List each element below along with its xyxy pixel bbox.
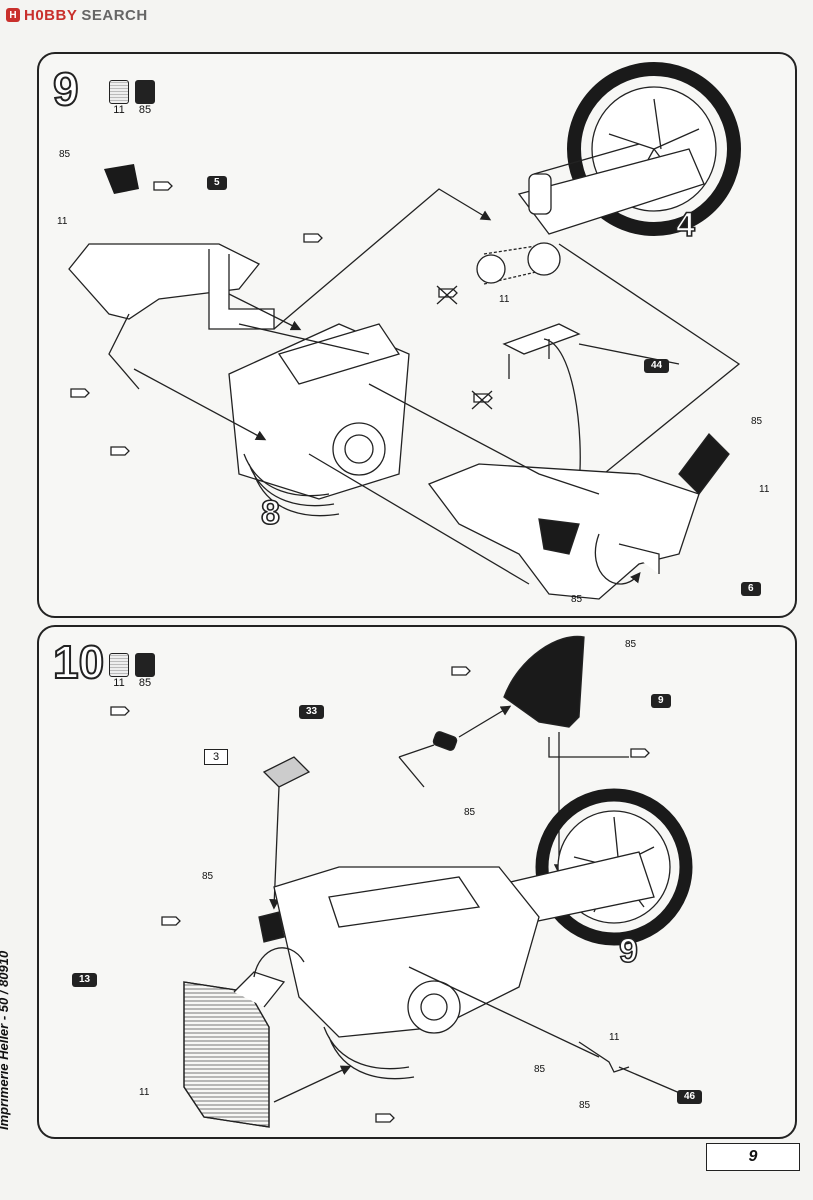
part-tag-13: 13 <box>72 973 98 987</box>
front-sprocket <box>476 254 506 284</box>
label-85: 85 <box>751 416 763 427</box>
paint-jar-icon <box>135 80 155 104</box>
exhaust-headers <box>323 1026 415 1080</box>
label-11: 11 <box>609 1032 620 1043</box>
label-11: 11 <box>139 1087 150 1098</box>
shock <box>528 173 552 215</box>
step-number: 9 <box>52 62 80 116</box>
step-ref-8: 8 <box>260 493 281 533</box>
heel-guard <box>678 433 730 495</box>
part-tag-5: 5 <box>207 176 227 190</box>
part-tag-46: 46 <box>677 1090 703 1104</box>
label-85: 85 <box>202 871 214 882</box>
engine-cover <box>332 422 386 476</box>
label-85: 85 <box>534 1064 546 1075</box>
label-11: 11 <box>57 216 68 227</box>
swingarm <box>517 148 705 235</box>
paint-jar-icon <box>135 653 155 677</box>
part-tag-33: 33 <box>299 705 325 719</box>
watermark-logo-icon: H <box>6 8 20 22</box>
rear-tire <box>567 62 741 236</box>
label-85: 85 <box>571 594 583 605</box>
step-9-illustration <box>68 62 741 600</box>
label-11: 11 <box>499 294 510 305</box>
paint-pot: 11 <box>109 80 129 116</box>
paint-pot: 85 <box>135 80 155 116</box>
part-46 <box>578 1041 630 1073</box>
label-85: 85 <box>579 1100 591 1111</box>
glue-icons <box>110 666 650 1123</box>
label-85: 85 <box>625 639 637 650</box>
no-glue-icons <box>436 285 493 410</box>
label-11: 11 <box>759 484 770 495</box>
glue-icons <box>70 181 323 456</box>
part-tag-44: 44 <box>644 359 670 373</box>
paint-jar-icon <box>109 80 129 104</box>
rear-tire <box>535 788 693 946</box>
printer-credit: Imprimerie Heller - 50 / 80910 <box>0 950 11 1130</box>
left-frame-part <box>68 243 261 320</box>
rear-hugger <box>503 635 585 728</box>
step-10-panel: 10 11 85 85 9 33 85 3 85 13 11 11 85 85 … <box>37 625 797 1139</box>
paint-pot: 85 <box>135 653 155 689</box>
part-85-left <box>104 164 139 194</box>
part-3 <box>262 756 311 788</box>
hobbysearch-watermark: H H0BBY SEARCH <box>6 4 148 26</box>
part-tag-9: 9 <box>651 694 671 708</box>
exhaust-headers <box>243 453 340 517</box>
paint-jar-icon <box>109 653 129 677</box>
step-ref-4: 4 <box>675 205 696 245</box>
paint-pot: 11 <box>109 653 129 689</box>
label-85: 85 <box>464 807 476 818</box>
label-85: 85 <box>59 149 71 160</box>
engine-cover <box>407 980 461 1034</box>
bracket-part <box>502 323 581 379</box>
part-tag-6: 6 <box>741 582 761 596</box>
step-ref-9: 9 <box>618 931 639 971</box>
watermark-word: SEARCH <box>81 6 148 24</box>
step-10-illustration <box>110 635 693 1128</box>
paint-legend: 11 85 <box>109 653 155 689</box>
part-85 <box>258 911 285 943</box>
part-33 <box>432 731 458 751</box>
step-number: 10 <box>52 635 105 689</box>
part-tag-3: 3 <box>204 749 229 765</box>
paint-legend: 11 85 <box>109 80 155 116</box>
page-number: 9 <box>706 1143 800 1171</box>
step-9-panel: 9 11 85 85 11 5 11 44 85 11 85 6 4 8 <box>37 52 797 618</box>
watermark-brand: H0BBY <box>24 6 78 24</box>
